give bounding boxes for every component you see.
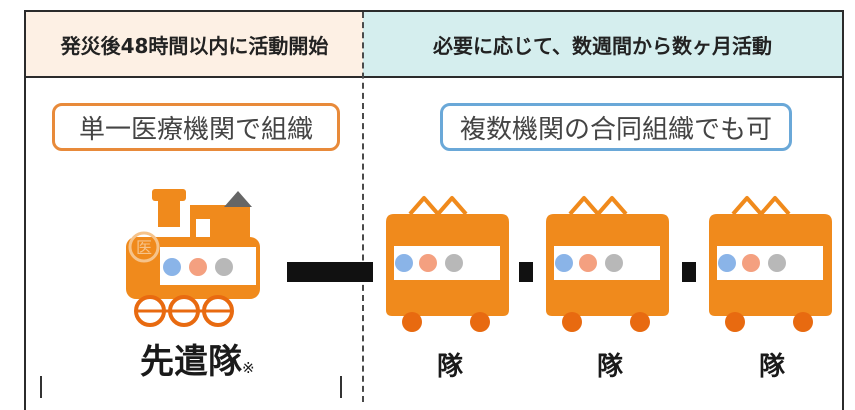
train-car-3 — [709, 196, 832, 332]
train-car-1 — [386, 196, 509, 332]
bracket-left — [40, 376, 42, 398]
bracket-right — [340, 376, 342, 398]
car-wheel — [402, 312, 422, 332]
staff-face-gray — [768, 254, 786, 272]
coupler-1 — [519, 262, 533, 282]
diagram-frame — [24, 10, 844, 410]
staff-face-gray — [445, 254, 463, 272]
train-car-2 — [546, 196, 669, 332]
car-wheel — [725, 312, 745, 332]
single-institution-label: 単一医療機関で組織 — [52, 103, 340, 151]
car-wheel — [470, 312, 490, 332]
locomotive-roof — [224, 191, 252, 207]
staff-face-peach — [419, 254, 437, 272]
car-3-label: 隊 — [759, 352, 786, 382]
car-wheel — [793, 312, 813, 332]
staff-face-gray — [605, 254, 623, 272]
car-wheel — [562, 312, 582, 332]
staff-face-blue — [163, 258, 181, 276]
locomotive-funnel — [158, 197, 180, 227]
advance-team-name: 先遣隊 — [140, 342, 242, 382]
car-1-label: 隊 — [437, 352, 464, 382]
pantograph — [408, 196, 468, 216]
car-2-label: 隊 — [597, 352, 624, 382]
note-mark: ※ — [242, 359, 255, 377]
staff-face-gray — [215, 258, 233, 276]
car-wheel — [630, 312, 650, 332]
locomotive-illustration: 医 — [126, 189, 260, 327]
staff-face-blue — [555, 254, 573, 272]
header-left: 発災後48時間以内に活動開始 — [26, 12, 363, 78]
pantograph — [568, 196, 628, 216]
locomotive-emblem: 医 — [136, 238, 152, 257]
pantograph — [731, 196, 791, 216]
staff-face-peach — [189, 258, 207, 276]
header-right: 必要に応じて、数週間から数ヶ月活動 — [363, 12, 842, 78]
advance-team-label: 先遣隊※ — [140, 334, 255, 383]
staff-face-blue — [395, 254, 413, 272]
staff-face-peach — [742, 254, 760, 272]
column-divider — [362, 12, 364, 402]
coupler-2 — [682, 262, 696, 282]
staff-face-blue — [718, 254, 736, 272]
staff-face-peach — [579, 254, 597, 272]
coupler-main — [287, 262, 373, 282]
joint-organization-label: 複数機関の合同組織でも可 — [440, 103, 792, 151]
